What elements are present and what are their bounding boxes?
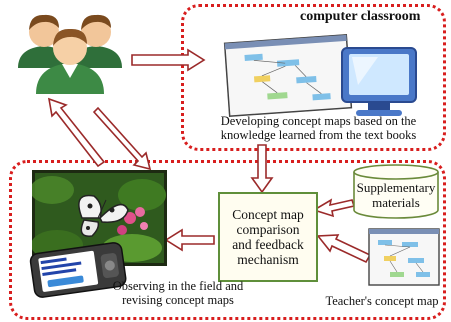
classroom-caption: Developing concept maps based on the kno… [191, 114, 446, 142]
supplementary-materials-cylinder [352, 163, 440, 221]
computer-monitor-icon [338, 45, 424, 119]
field-caption-line2: revising concept maps [122, 293, 234, 307]
teacher-concept-map-screen [368, 228, 440, 286]
teacher-map-caption: Teacher's concept map [325, 294, 439, 308]
field-region [9, 160, 446, 320]
field-caption-line1: Observing in the field and [112, 279, 244, 293]
classroom-title: computer classroom [300, 9, 421, 24]
supplementary-line1: Supplementary [356, 180, 436, 195]
field-caption: Observing in the field and revising conc… [98, 279, 258, 307]
mobile-device-icon [28, 240, 128, 298]
classroom-caption-line2: knowledge learned from the text books [220, 128, 417, 142]
comparison-line3: and feedback [232, 237, 304, 252]
supplementary-line2: materials [372, 195, 420, 210]
classroom-caption-line1: Developing concept maps based on the [220, 114, 417, 128]
arrow-supplementary-to-comparison [312, 198, 356, 218]
comparison-feedback-box: Concept map comparison and feedback mech… [218, 192, 318, 282]
computer-classroom-region [181, 4, 446, 151]
comparison-line4: mechanism [237, 252, 299, 267]
comparison-line1: Concept map [232, 207, 304, 222]
arrow-teacher-to-comparison [316, 234, 372, 264]
supplementary-label: Supplementary materials [352, 180, 440, 210]
arrow-field-to-students [47, 97, 106, 168]
students-group-icon [14, 8, 126, 96]
comparison-line2: comparison [236, 222, 300, 237]
arrow-students-to-field [92, 106, 152, 171]
arrow-students-to-classroom [131, 48, 206, 72]
arrow-classroom-to-comparison [250, 144, 274, 194]
arrow-comparison-to-photo [164, 228, 215, 252]
